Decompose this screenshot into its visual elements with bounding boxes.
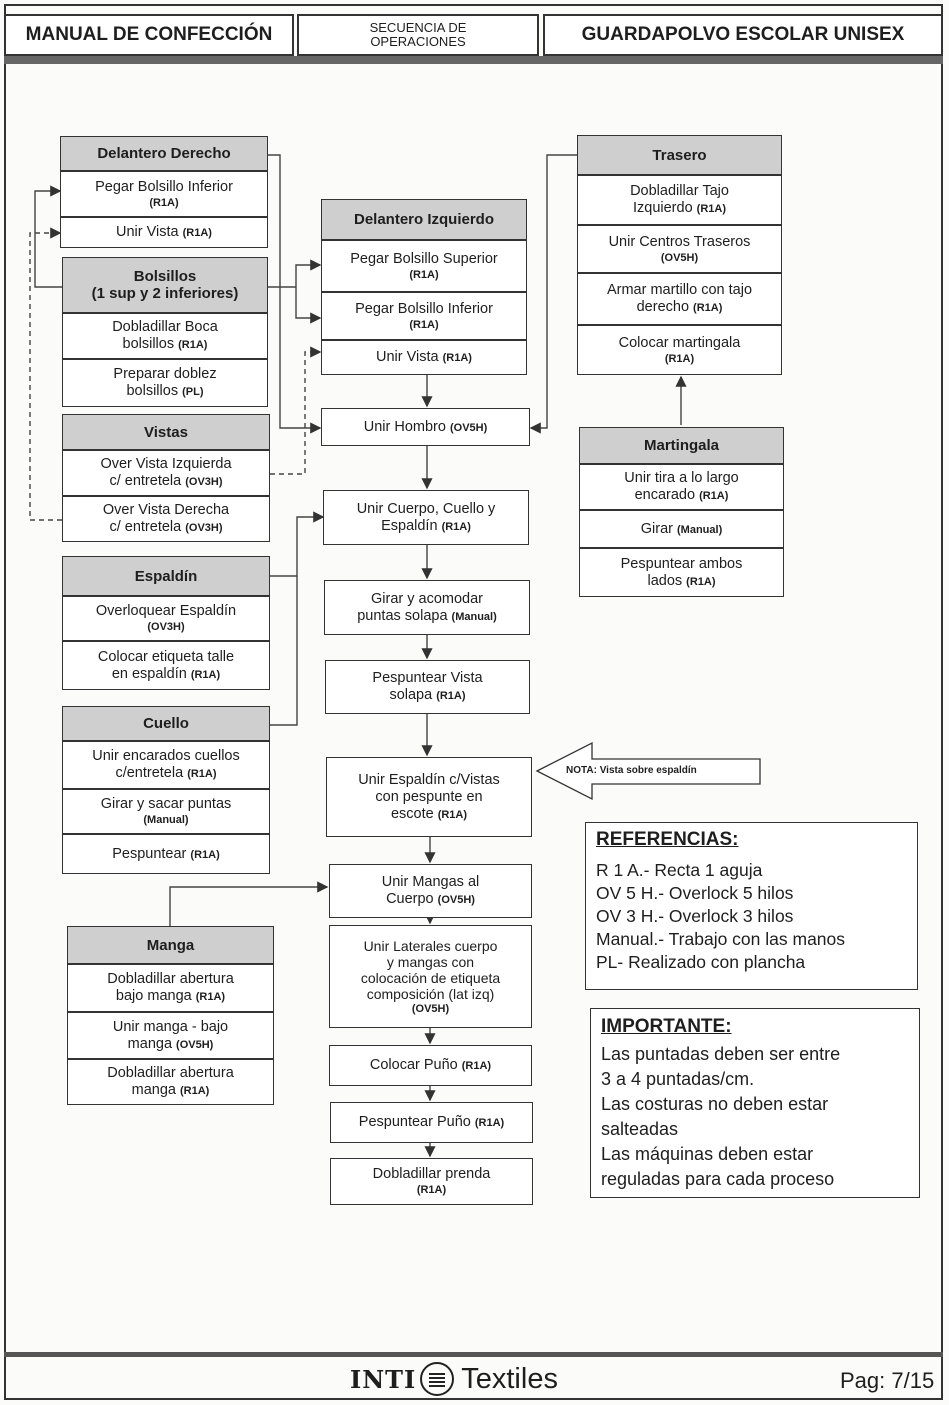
delantero-izquierdo-step-3: Unir Vista (R1A) — [321, 340, 527, 375]
referencia-line: OV 3 H.- Overlock 3 hilos — [596, 906, 794, 926]
garment-title: GUARDAPOLVO ESCOLAR UNISEX — [543, 14, 943, 56]
nota-label: NOTA: Vista sobre espaldín — [566, 765, 697, 776]
delantero-izquierdo-step-1: Pegar Bolsillo Superior(R1A) — [321, 240, 527, 292]
referencia-line: OV 5 H.- Overlock 5 hilos — [596, 883, 794, 903]
espaldin-header: Espaldín — [62, 556, 270, 596]
cuello-step-3: Pespuntear (R1A) — [62, 834, 270, 874]
flow-pespuntear-puno: Pespuntear Puño (R1A) — [330, 1102, 533, 1143]
referencia-line: R 1 A.- Recta 1 aguja — [596, 860, 763, 880]
page-border — [4, 4, 943, 1400]
vistas-step-2: Over Vista Derecha c/ entretela (OV3H) — [62, 496, 270, 542]
flow-girar-acomodar: Girar y acomodar puntas solapa (Manual) — [324, 580, 530, 635]
importante-line: Las máquinas deben estar — [601, 1144, 814, 1164]
flow-dobladillar-prenda: Dobladillar prenda(R1A) — [330, 1158, 533, 1205]
delantero-izquierdo-step-2: Pegar Bolsillo Inferior(R1A) — [321, 292, 527, 340]
trasero-step-3: Armar martillo con tajo derecho (R1A) — [577, 273, 782, 325]
espaldin-step-1: Overloquear Espaldín(OV3H) — [62, 596, 270, 641]
cuello-step-1: Unir encarados cuellos c/entretela (R1A) — [62, 741, 270, 789]
delantero-derecho-step-1: Pegar Bolsillo Inferior(R1A) — [60, 171, 268, 217]
manga-step-1: Dobladillar abertura bajo manga (R1A) — [67, 964, 274, 1012]
bolsillos-header: Bolsillos(1 sup y 2 inferiores) — [62, 257, 268, 313]
importante-line: Las costuras no deben estar — [601, 1094, 829, 1114]
flow-unir-laterales: Unir Laterales cuerpo y mangas con coloc… — [329, 925, 532, 1028]
referencias-box: REFERENCIAS: R 1 A.- Recta 1 aguja OV 5 … — [585, 822, 918, 990]
delantero-derecho-step-2: Unir Vista (R1A) — [60, 217, 268, 248]
referencia-line: Manual.- Trabajo con las manos — [596, 929, 846, 949]
flow-pespuntear-vista: Pespuntear Vista solapa (R1A) — [325, 660, 530, 714]
inti-textiles-logo: INTI Textiles — [350, 1362, 558, 1396]
importante-box: IMPORTANTE: Las puntadas deben ser entre… — [590, 1008, 920, 1198]
martingala-step-1: Unir tira a lo largo encarado (R1A) — [579, 464, 784, 510]
trasero-header: Trasero — [577, 135, 782, 175]
martingala-step-3: Pespuntear ambos lados (R1A) — [579, 548, 784, 597]
martingala-header: Martingala — [579, 427, 784, 464]
martingala-step-2: Girar (Manual) — [579, 510, 784, 548]
referencias-title: REFERENCIAS: — [596, 829, 739, 850]
vistas-step-1: Over Vista Izquierda c/ entretela (OV3H) — [62, 450, 270, 496]
flow-unir-mangas: Unir Mangas al Cuerpo (OV5H) — [329, 864, 532, 918]
importante-line: 3 a 4 puntadas/cm. — [601, 1069, 755, 1089]
referencia-line: PL- Realizado con plancha — [596, 952, 806, 972]
bolsillos-step-1: Dobladillar Boca bolsillos (R1A) — [62, 313, 268, 359]
trasero-step-1: Dobladillar Tajo Izquierdo (R1A) — [577, 175, 782, 225]
importante-line: salteadas — [601, 1119, 679, 1139]
flow-unir-cuerpo: Unir Cuerpo, Cuello y Espaldín (R1A) — [323, 490, 529, 545]
delantero-derecho-header: Delantero Derecho — [60, 136, 268, 171]
flow-unir-hombro: Unir Hombro (OV5H) — [321, 408, 530, 446]
trasero-step-4: Colocar martingala(R1A) — [577, 325, 782, 375]
importante-title: IMPORTANTE: — [601, 1016, 732, 1037]
flow-colocar-puno: Colocar Puño (R1A) — [329, 1045, 532, 1086]
vistas-header: Vistas — [62, 414, 270, 450]
manga-step-2: Unir manga - bajo manga (OV5H) — [67, 1012, 274, 1059]
manga-header: Manga — [67, 926, 274, 964]
page-number: Pag: 7/15 — [840, 1368, 935, 1393]
manual-title: MANUAL DE CONFECCIÓN — [4, 14, 294, 56]
delantero-izquierdo-header: Delantero Izquierdo — [321, 199, 527, 240]
cuello-step-2: Girar y sacar puntas(Manual) — [62, 789, 270, 834]
importante-line: reguladas para cada proceso — [601, 1169, 835, 1189]
importante-line: Las puntadas deben ser entre — [601, 1044, 841, 1064]
bolsillos-step-2: Preparar doblez bolsillos (PL) — [62, 359, 268, 407]
flow-unir-espaldin-vistas: Unir Espaldín c/Vistas con pespunte en e… — [326, 757, 532, 837]
inti-logo-icon — [420, 1362, 455, 1396]
cuello-header: Cuello — [62, 706, 270, 741]
footer-divider — [4, 1352, 943, 1357]
manga-step-3: Dobladillar abertura manga (R1A) — [67, 1059, 274, 1105]
trasero-step-2: Unir Centros Traseros(OV5H) — [577, 225, 782, 273]
header-divider — [4, 56, 943, 64]
espaldin-step-2: Colocar etiqueta talle en espaldín (R1A) — [62, 641, 270, 690]
